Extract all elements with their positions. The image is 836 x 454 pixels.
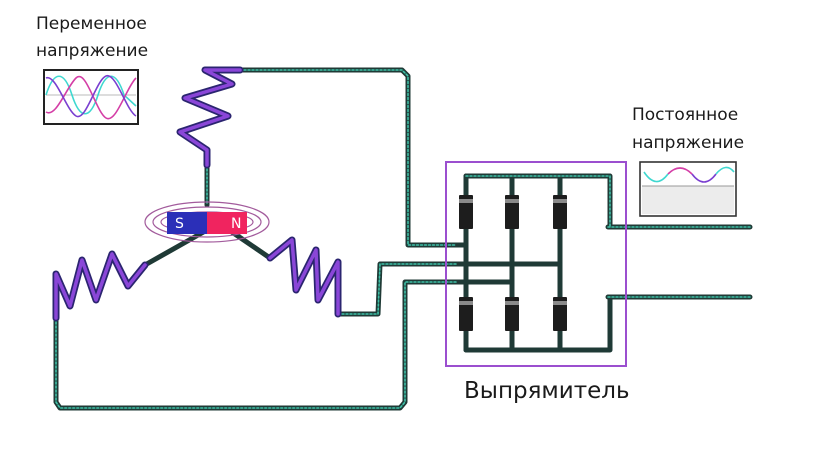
diode-icon — [553, 195, 567, 229]
wire-left-phase — [53, 279, 459, 411]
magnet-south-label: S — [175, 216, 184, 232]
wire-top-phase — [237, 67, 459, 248]
diode-icon — [505, 297, 519, 331]
diode-icon — [459, 195, 473, 229]
ac-voltage-panel: Переменное напряжение — [36, 14, 148, 125]
dc-voltage-panel: Постоянное напряжение — [632, 105, 744, 217]
diode-icon — [505, 195, 519, 229]
magnet-north-pole — [207, 212, 247, 234]
magnet-north-label: N — [231, 216, 241, 232]
magnet-south-pole — [167, 212, 207, 234]
dc-voltage-label-line2: напряжение — [632, 133, 744, 153]
dc-voltage-label-line1: Постоянное — [632, 105, 738, 125]
ac-voltage-label-line2: напряжение — [36, 41, 148, 61]
coils — [52, 66, 342, 322]
diode-icon — [553, 297, 567, 331]
diode-icon — [459, 297, 473, 331]
rectifier: Выпрямитель — [445, 161, 630, 404]
rectifier-label: Выпрямитель — [464, 378, 630, 404]
magnet-icon: S N — [144, 201, 270, 243]
wires — [53, 67, 753, 411]
rectifier-frame — [445, 161, 627, 367]
waveform-icon — [43, 69, 139, 125]
wire-right-phase — [335, 261, 459, 317]
ac-voltage-label-line1: Переменное — [36, 14, 147, 34]
